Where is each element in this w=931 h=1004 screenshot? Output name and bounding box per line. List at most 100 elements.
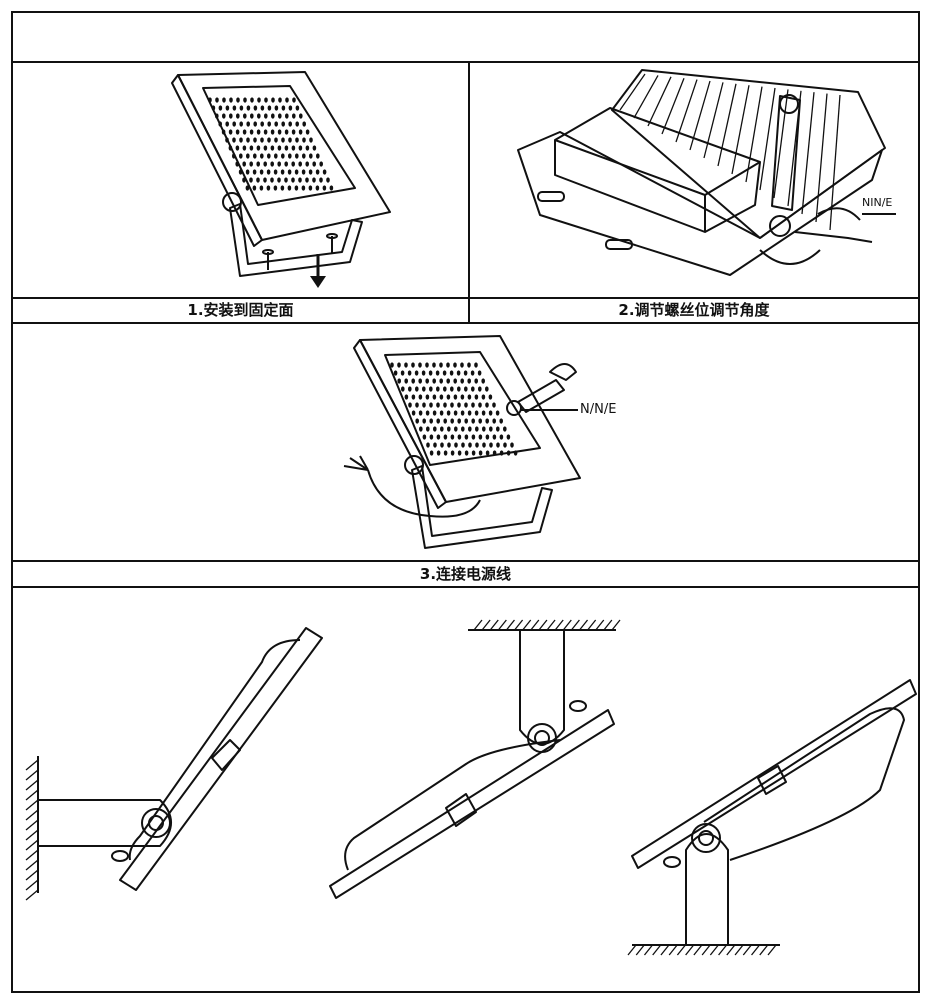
led-dot (246, 153, 250, 159)
led-dot (235, 161, 239, 167)
led-dot (419, 426, 423, 432)
led-dot (454, 426, 458, 432)
led-dot (432, 378, 437, 384)
led-dot (421, 370, 426, 376)
led-dot (270, 129, 275, 135)
heatsink-fin (801, 92, 815, 215)
led-dot (312, 161, 317, 167)
led-dot (474, 362, 478, 368)
hatch-line (25, 809, 39, 821)
ceiling-pivot (527, 723, 557, 753)
hatch-line (635, 944, 645, 956)
floor-lamp-frame (631, 679, 917, 869)
led-dot (252, 185, 257, 191)
step3-led-dots (390, 362, 518, 456)
ceiling-arm (519, 630, 565, 745)
led-dot (253, 121, 257, 127)
led-dot (454, 442, 458, 448)
heatsink-fin (619, 73, 646, 111)
led-dot (474, 378, 479, 384)
led-dot (239, 153, 243, 159)
led-dot (288, 153, 292, 159)
led-dot (510, 442, 514, 448)
led-dot (245, 185, 250, 191)
led-dot (453, 410, 458, 416)
led-dot (447, 442, 451, 448)
led-dot (503, 442, 507, 448)
led-dot (478, 386, 482, 392)
hatch-line (660, 944, 670, 956)
led-dot (301, 185, 306, 191)
led-dot (291, 129, 296, 135)
hatch-line (759, 944, 769, 956)
led-dot (302, 137, 306, 143)
wrench-icon (771, 95, 801, 211)
ceiling-lamp-frame (329, 709, 615, 899)
ceiling-lamp-gland (569, 700, 587, 712)
led-dot (460, 378, 465, 384)
led-dot (259, 185, 264, 191)
hatch-line (767, 944, 777, 956)
led-dot (418, 394, 423, 400)
step3-housing (359, 335, 581, 503)
led-dot (211, 105, 216, 111)
led-dot (218, 105, 223, 111)
led-dot (232, 121, 236, 127)
led-dot (404, 394, 409, 400)
led-dot (393, 370, 398, 376)
ceiling-lamp-body (344, 739, 561, 871)
rotate-arrow-icon (759, 249, 821, 265)
led-dot (239, 137, 243, 143)
led-dot (492, 450, 497, 456)
heatsink-fin (787, 90, 802, 207)
led-dot (312, 145, 317, 151)
led-dot (401, 386, 405, 392)
led-dot (235, 129, 240, 135)
led-dot (422, 402, 426, 408)
led-dot (408, 402, 412, 408)
led-dot (415, 402, 419, 408)
hatch-line (25, 779, 39, 791)
led-dot (218, 121, 222, 127)
led-dot (263, 145, 268, 151)
led-dot (436, 450, 441, 456)
led-dot (439, 394, 444, 400)
led-dot (481, 378, 486, 384)
led-dot (257, 113, 261, 119)
led-dot (450, 450, 455, 456)
led-dot (305, 177, 309, 183)
led-dot (277, 177, 281, 183)
led-dot (239, 121, 243, 127)
led-dot (274, 105, 279, 111)
led-dot (266, 185, 271, 191)
led-dot (252, 169, 257, 175)
led-dot (411, 410, 416, 416)
led-dot (404, 362, 408, 368)
led-dot (221, 129, 226, 135)
led-dot (274, 121, 279, 127)
led-dot (443, 418, 448, 424)
wall-lamp-body (128, 639, 301, 861)
led-dot (453, 378, 458, 384)
led-dot (425, 394, 430, 400)
led-dot (436, 386, 440, 392)
wall-arm (38, 799, 172, 847)
led-dot (249, 177, 253, 183)
led-dot (288, 137, 292, 143)
led-dot (467, 394, 472, 400)
led-dot (246, 105, 251, 111)
led-dot (443, 434, 448, 440)
led-dot (263, 177, 267, 183)
led-dot (232, 137, 236, 143)
led-dot (302, 121, 307, 127)
led-dot (481, 410, 486, 416)
floor-mount-illustration (627, 679, 917, 956)
led-dot (474, 394, 479, 400)
led-dot (457, 418, 462, 424)
step1-caption: 1.安装到固定面 (187, 301, 294, 319)
led-dot (253, 105, 258, 111)
led-dot (429, 434, 434, 440)
led-dot (292, 113, 296, 119)
hatch-line (489, 619, 499, 631)
step3-housing-side (353, 339, 447, 509)
